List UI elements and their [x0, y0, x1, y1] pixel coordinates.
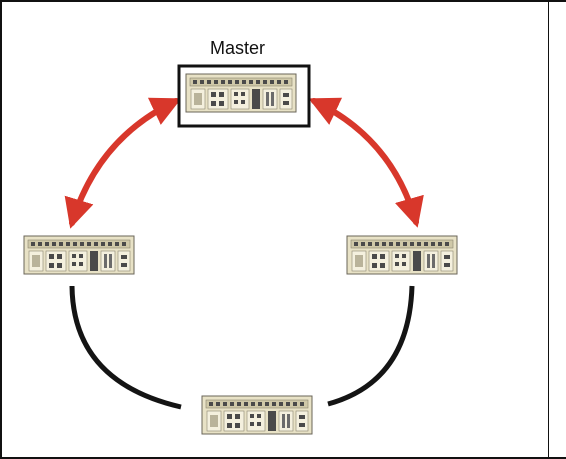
frame-divider — [548, 0, 549, 459]
active-link-right — [308, 97, 424, 228]
right-switch-device — [346, 235, 458, 275]
master-label: Master — [210, 38, 266, 58]
left-node — [23, 235, 135, 275]
left-switch-device — [23, 235, 135, 275]
right-node — [346, 235, 458, 275]
bottom-node — [201, 395, 313, 435]
ring-link-right — [327, 285, 415, 407]
active-link-left — [64, 97, 182, 229]
master-node — [177, 64, 311, 128]
bottom-switch-device — [201, 395, 313, 435]
master-switch-device — [185, 73, 297, 113]
ring-link-left — [69, 285, 182, 410]
